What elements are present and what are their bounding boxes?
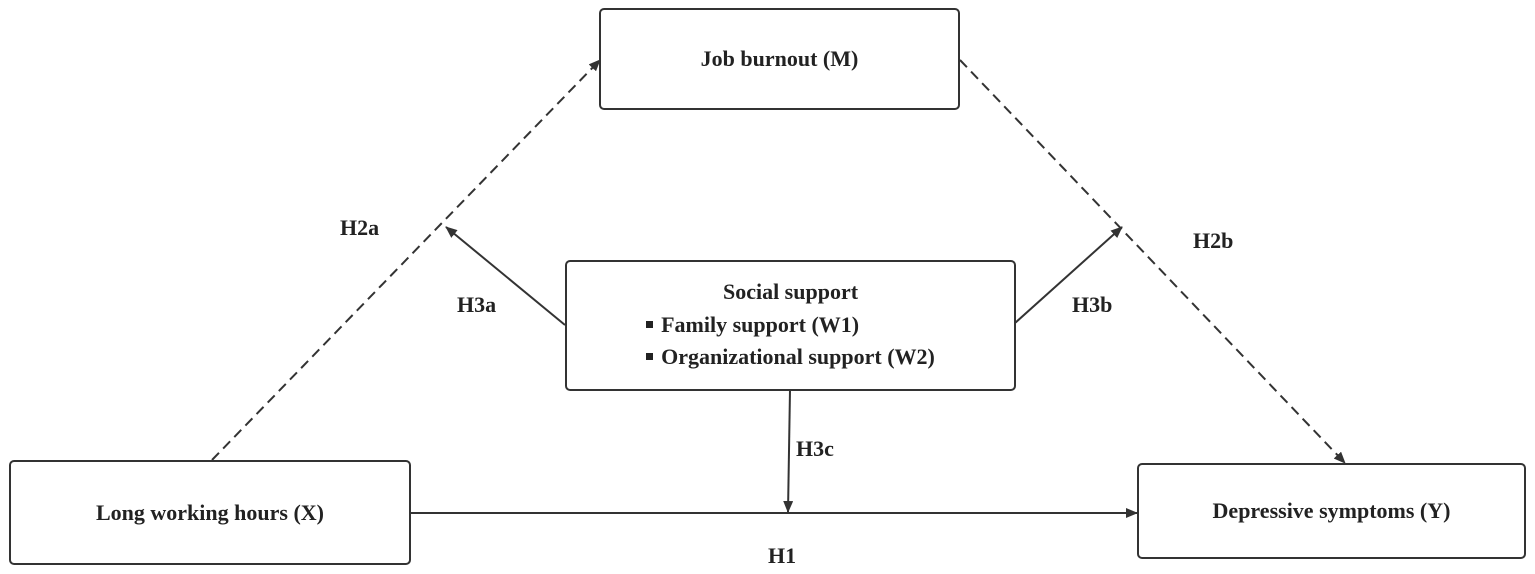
- label-h2a: H2a: [340, 215, 380, 240]
- path-h3b-arrow: [1014, 226, 1123, 324]
- mediator-label: Job burnout (M): [700, 46, 859, 71]
- dependent-box: Depressive symptoms (Y): [1137, 463, 1526, 559]
- label-h3c: H3c: [796, 436, 834, 461]
- dependent-label: Depressive symptoms (Y): [1212, 498, 1451, 523]
- moderator-box: Social support Family support (W1) Organ…: [565, 260, 1016, 391]
- list-item: Organizational support (W2): [646, 341, 935, 373]
- independent-label: Long working hours (X): [96, 499, 324, 525]
- moderator-list: Family support (W1) Organizational suppo…: [646, 309, 935, 373]
- label-h1: H1: [768, 543, 797, 568]
- independent-box: Long working hours (X): [9, 460, 411, 565]
- path-h3c-arrow: [783, 389, 794, 513]
- path-h2a-arrow: [211, 59, 601, 461]
- bullet-icon: [646, 353, 654, 360]
- moderator-title: Social support: [722, 278, 859, 304]
- label-h2b: H2b: [1193, 228, 1234, 253]
- path-h2b-arrow: [959, 59, 1346, 464]
- label-h3b: H3b: [1072, 292, 1113, 317]
- mediator-box: Job burnout (M): [599, 8, 960, 110]
- label-h3a: H3a: [457, 292, 497, 317]
- family-support-label: Family support (W1): [661, 311, 860, 337]
- bullet-icon: [646, 321, 654, 328]
- organizational-support-label: Organizational support (W2): [661, 343, 935, 369]
- path-h3a-arrow: [445, 226, 566, 326]
- list-item: Family support (W1): [646, 309, 859, 341]
